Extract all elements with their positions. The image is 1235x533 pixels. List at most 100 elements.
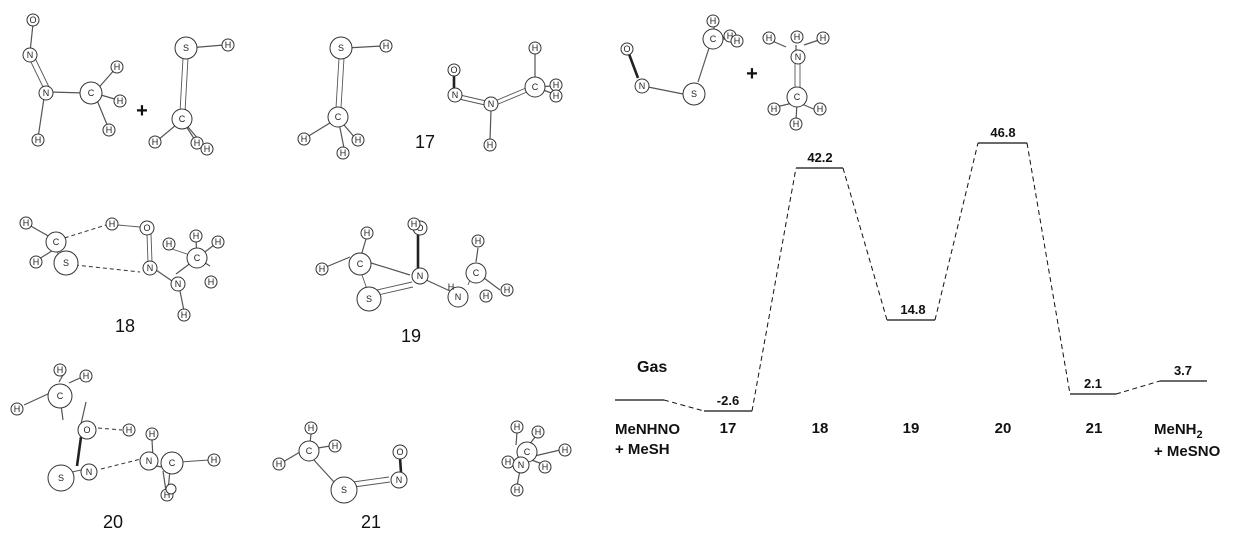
svg-text:H: H — [487, 140, 494, 150]
svg-text:H: H — [553, 80, 560, 90]
atom-h — [29, 255, 43, 269]
atom-s — [53, 250, 79, 276]
svg-text:S: S — [338, 43, 344, 53]
svg-text:H: H — [553, 91, 560, 101]
atom-n — [390, 471, 408, 489]
energy-value-products: 3.7 — [1174, 363, 1192, 378]
svg-text:H: H — [794, 32, 801, 42]
molecule-menh2: H H H N C H H H — [762, 30, 830, 131]
state-label-18: 18 — [812, 420, 829, 437]
svg-text:H: H — [225, 40, 232, 50]
svg-text:S: S — [341, 485, 347, 495]
atom-h — [790, 30, 804, 44]
atom-h — [538, 460, 552, 474]
svg-text:H: H — [114, 62, 121, 72]
state-label-21: 21 — [1086, 420, 1103, 437]
svg-text:H: H — [204, 144, 211, 154]
svg-text:H: H — [301, 134, 308, 144]
atom-h — [102, 123, 116, 137]
molecule-19: H H C S O H N N H C H H H — [315, 217, 514, 312]
svg-text:O: O — [29, 15, 36, 25]
atom-c — [298, 440, 320, 462]
svg-text:C: C — [194, 253, 201, 263]
svg-text:H: H — [727, 31, 734, 41]
atom-h — [204, 275, 218, 289]
svg-text:H: H — [208, 277, 215, 287]
energy-value-21: 2.1 — [1084, 376, 1102, 391]
reactants-label: MeNHNO — [615, 421, 680, 438]
svg-text:H: H — [308, 423, 315, 433]
svg-text:N: N — [417, 271, 424, 281]
svg-text:H: H — [332, 441, 339, 451]
svg-text:N: N — [175, 279, 182, 289]
svg-text:H: H — [766, 33, 773, 43]
atom-h — [328, 439, 342, 453]
connector — [751, 167, 797, 412]
svg-text:C: C — [532, 82, 539, 92]
atom-h — [500, 283, 514, 297]
svg-text:C: C — [179, 114, 186, 124]
svg-text:S: S — [366, 294, 372, 304]
atom-c — [47, 383, 73, 409]
svg-text:H: H — [194, 138, 201, 148]
atom-h — [304, 421, 318, 435]
atom-h — [207, 453, 221, 467]
svg-text:N: N — [795, 52, 802, 62]
svg-text:H: H — [355, 135, 362, 145]
svg-text:H: H — [364, 228, 371, 238]
atom-s — [356, 286, 382, 312]
svg-text:C: C — [473, 268, 480, 278]
atom-h — [558, 443, 572, 457]
svg-text:H: H — [35, 135, 42, 145]
svg-text:C: C — [710, 34, 717, 44]
atom-h — [816, 31, 830, 45]
atom-o — [77, 420, 97, 440]
atom-o — [139, 220, 155, 236]
svg-text:H: H — [817, 104, 824, 114]
atom-h — [730, 34, 744, 48]
energy-value-19: 14.8 — [900, 302, 925, 317]
svg-text:H: H — [109, 219, 116, 229]
svg-text:O: O — [450, 65, 457, 75]
svg-text:C: C — [53, 237, 60, 247]
svg-text:C: C — [335, 112, 342, 122]
svg-text:H: H — [771, 104, 778, 114]
atom-h — [351, 133, 365, 147]
atom-h — [789, 117, 803, 131]
atom-h — [122, 423, 136, 437]
svg-text:H: H — [166, 239, 173, 249]
atom-c — [465, 262, 487, 284]
atom-h — [813, 102, 827, 116]
svg-text:H: H — [504, 285, 511, 295]
svg-text:H: H — [793, 119, 800, 129]
svg-text:H: H — [14, 404, 21, 414]
atom-h — [479, 289, 493, 303]
svg-text:H: H — [149, 429, 156, 439]
svg-text:H: H — [734, 36, 741, 46]
molecule-20: H H H C O H S N N H C H H — [10, 363, 221, 502]
atom-s — [47, 464, 75, 492]
svg-text:H: H — [57, 365, 64, 375]
svg-text:H: H — [193, 231, 200, 241]
svg-text:H: H — [532, 43, 539, 53]
energy-value-18: 42.2 — [807, 150, 832, 165]
svg-text:H: H — [710, 16, 717, 26]
svg-text:H: H — [211, 455, 218, 465]
atom-h — [767, 102, 781, 116]
svg-text:O: O — [83, 425, 90, 435]
atom-n — [170, 276, 186, 292]
atom-h — [145, 427, 159, 441]
svg-text:H: H — [411, 219, 418, 229]
molecule-label-20: 20 — [103, 512, 123, 532]
atom-o — [620, 42, 634, 56]
svg-text:N: N — [396, 475, 403, 485]
svg-text:H: H — [23, 218, 30, 228]
atom-c — [45, 231, 67, 253]
connector — [663, 399, 705, 412]
svg-text:H: H — [505, 457, 512, 467]
svg-text:H: H — [215, 237, 222, 247]
svg-text:C: C — [524, 447, 531, 457]
products-label-2: + MeSNO — [1154, 443, 1221, 460]
energy-profile: Gas -2.6 42.2 14.8 46.8 2.1 3.7 MeNHNO +… — [615, 125, 1221, 460]
svg-text:H: H — [514, 422, 521, 432]
